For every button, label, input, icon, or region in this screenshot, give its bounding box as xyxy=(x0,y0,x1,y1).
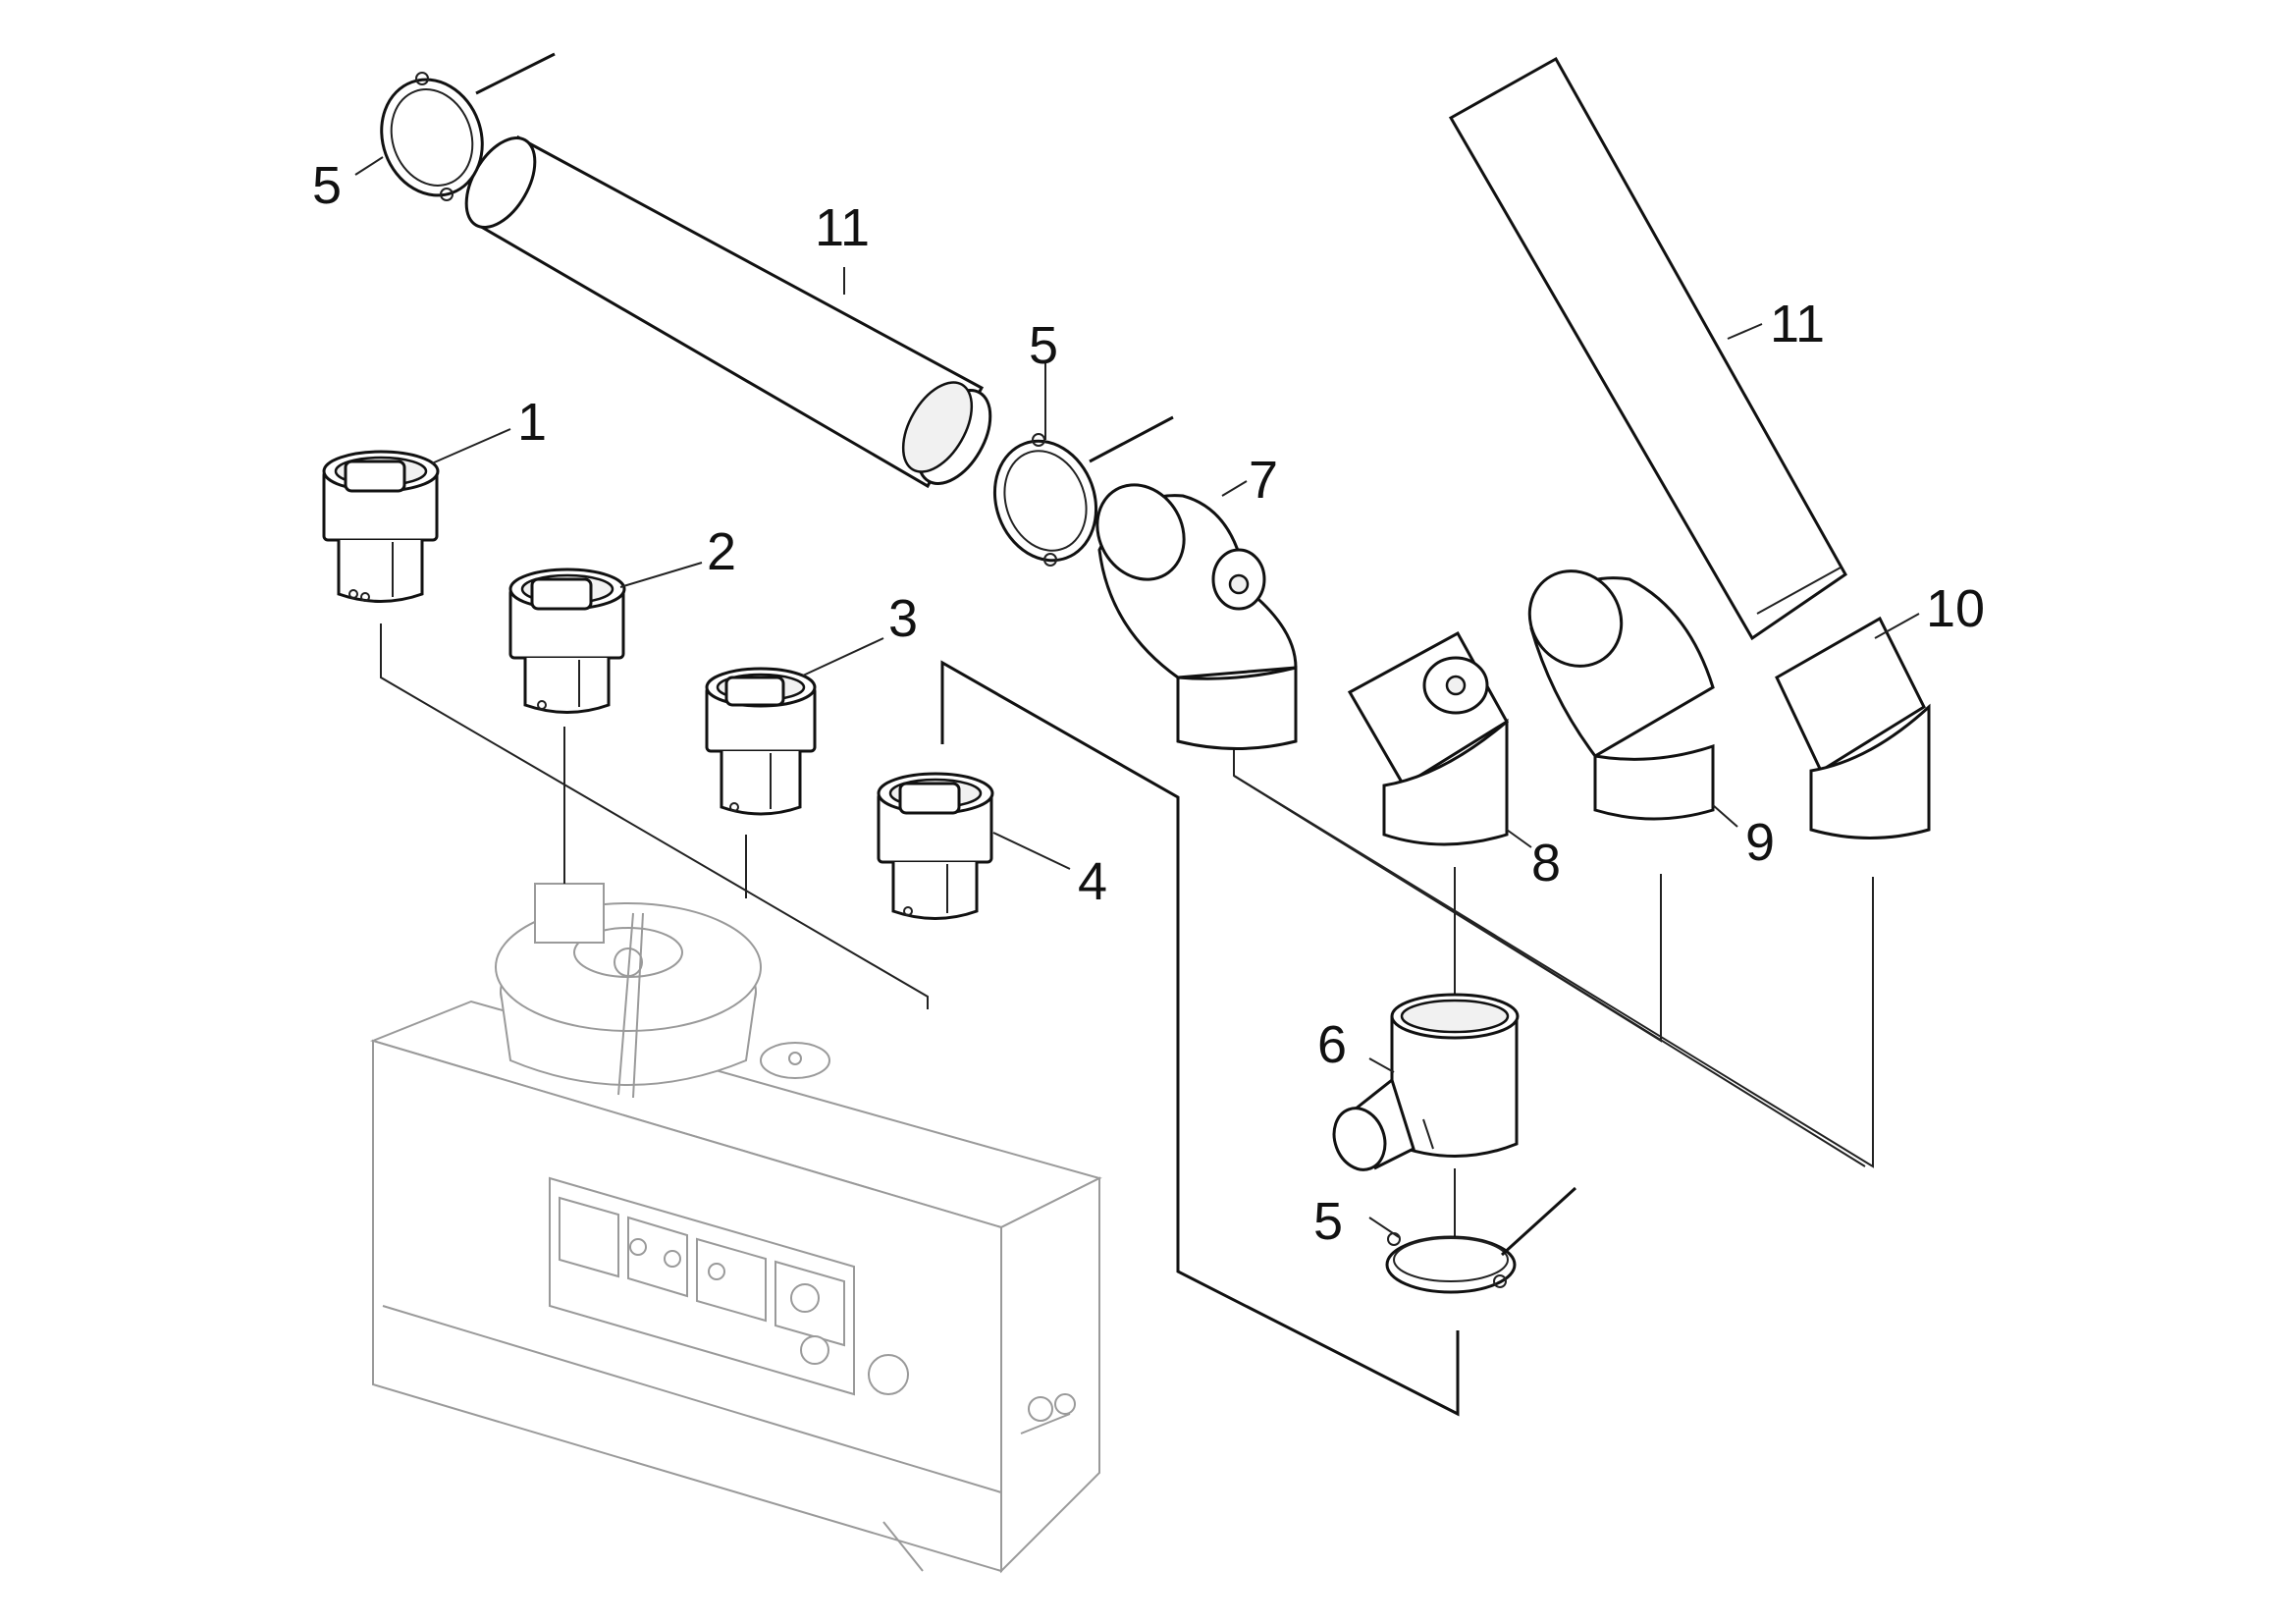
callout-7: 7 xyxy=(1249,451,1278,510)
callout-5-bottom: 5 xyxy=(1313,1192,1343,1251)
callout-8: 8 xyxy=(1531,834,1561,893)
adapter-part-2 xyxy=(508,568,626,714)
adapter-part-4 xyxy=(877,772,994,920)
pipe-part-11-left xyxy=(464,135,992,489)
callout-4: 4 xyxy=(1078,852,1107,911)
fitting-part-6 xyxy=(1332,993,1520,1171)
callout-5-middle: 5 xyxy=(1029,316,1058,375)
pipe-part-11-right xyxy=(1448,56,1847,641)
connection-lines xyxy=(380,623,1874,1417)
callout-9: 9 xyxy=(1745,813,1775,872)
tee-part-8 xyxy=(1347,630,1510,846)
callout-6: 6 xyxy=(1317,1015,1347,1074)
callout-leaders xyxy=(354,156,1920,1238)
callout-10: 10 xyxy=(1926,579,1985,638)
callout-5-top: 5 xyxy=(312,156,342,215)
adapter-part-3 xyxy=(705,667,817,816)
adapter-part-1 xyxy=(322,450,440,603)
callout-3: 3 xyxy=(888,589,918,648)
elbow-part-9 xyxy=(1527,569,1715,821)
callout-2: 2 xyxy=(707,522,736,581)
clamp-part-5-top xyxy=(380,52,556,201)
clamp-part-5-middle xyxy=(992,415,1174,567)
callout-labels: 1 2 3 4 5 5 5 6 7 8 9 10 11 11 xyxy=(312,156,1985,1251)
callout-11-right: 11 xyxy=(1770,295,1825,353)
elbow-part-7 xyxy=(1095,483,1298,750)
callout-11-left: 11 xyxy=(815,198,870,257)
clamp-part-5-bottom xyxy=(1385,1186,1577,1294)
callout-1: 1 xyxy=(517,393,547,452)
elbow-part-10 xyxy=(1775,616,1931,839)
base-unit xyxy=(369,883,1102,1574)
